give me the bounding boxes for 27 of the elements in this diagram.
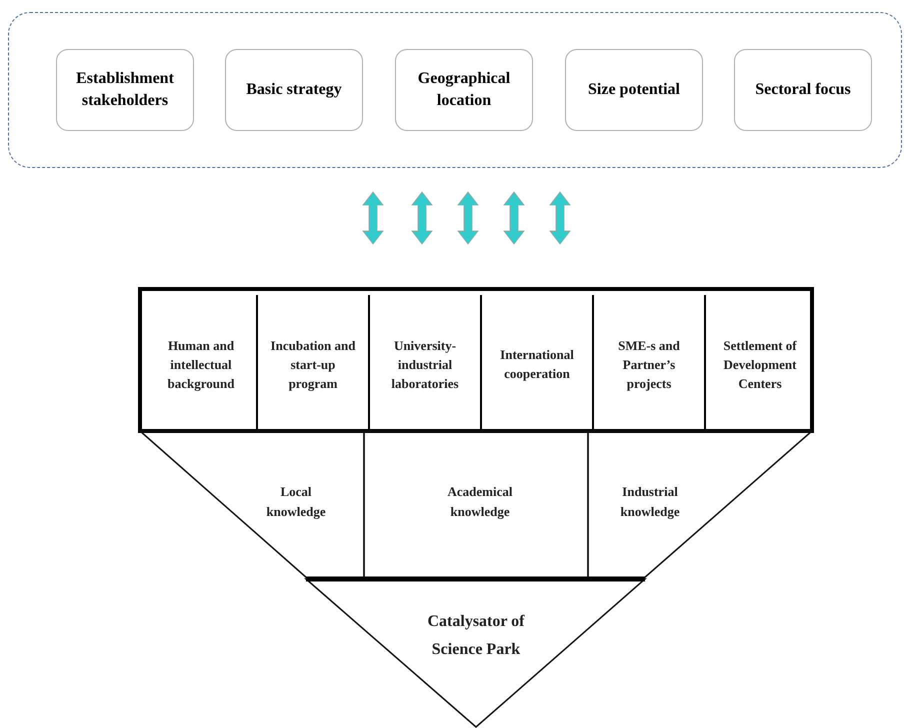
double-arrow bbox=[411, 191, 433, 245]
node-label: Settlement of Development Centers bbox=[722, 336, 798, 392]
rounded-box bbox=[225, 49, 363, 131]
node-label: Industrial knowledge bbox=[620, 484, 680, 519]
node-label: Catalysator of Science Park bbox=[427, 613, 525, 658]
rounded-box bbox=[395, 49, 533, 131]
node-label: Geographical location bbox=[416, 69, 512, 111]
node-label: Incubation and start-up program bbox=[270, 336, 356, 392]
node-label: Human and intellectual background bbox=[166, 336, 236, 392]
double-arrow bbox=[549, 191, 571, 245]
double-arrow bbox=[503, 191, 525, 245]
rounded-box bbox=[565, 49, 703, 131]
table-frame bbox=[138, 287, 814, 433]
double-arrow bbox=[457, 191, 479, 245]
double-arrow bbox=[362, 191, 384, 245]
rounded-box bbox=[734, 49, 872, 131]
node-label: Basic strategy bbox=[246, 80, 342, 100]
node-label: Local knowledge bbox=[266, 484, 326, 519]
node-label: Establishment stakeholders bbox=[75, 69, 175, 111]
dashed-group-frame bbox=[8, 12, 902, 168]
node-label: University-industrial laboratories bbox=[390, 336, 460, 392]
node-label: International cooperation bbox=[499, 346, 575, 383]
node-label: SME-s and Partner’s projects bbox=[617, 336, 681, 392]
node-label: Sectoral focus bbox=[755, 80, 851, 100]
rounded-box bbox=[56, 49, 194, 131]
node-label: Academical knowledge bbox=[448, 484, 512, 519]
node-label: Size potential bbox=[588, 80, 680, 100]
